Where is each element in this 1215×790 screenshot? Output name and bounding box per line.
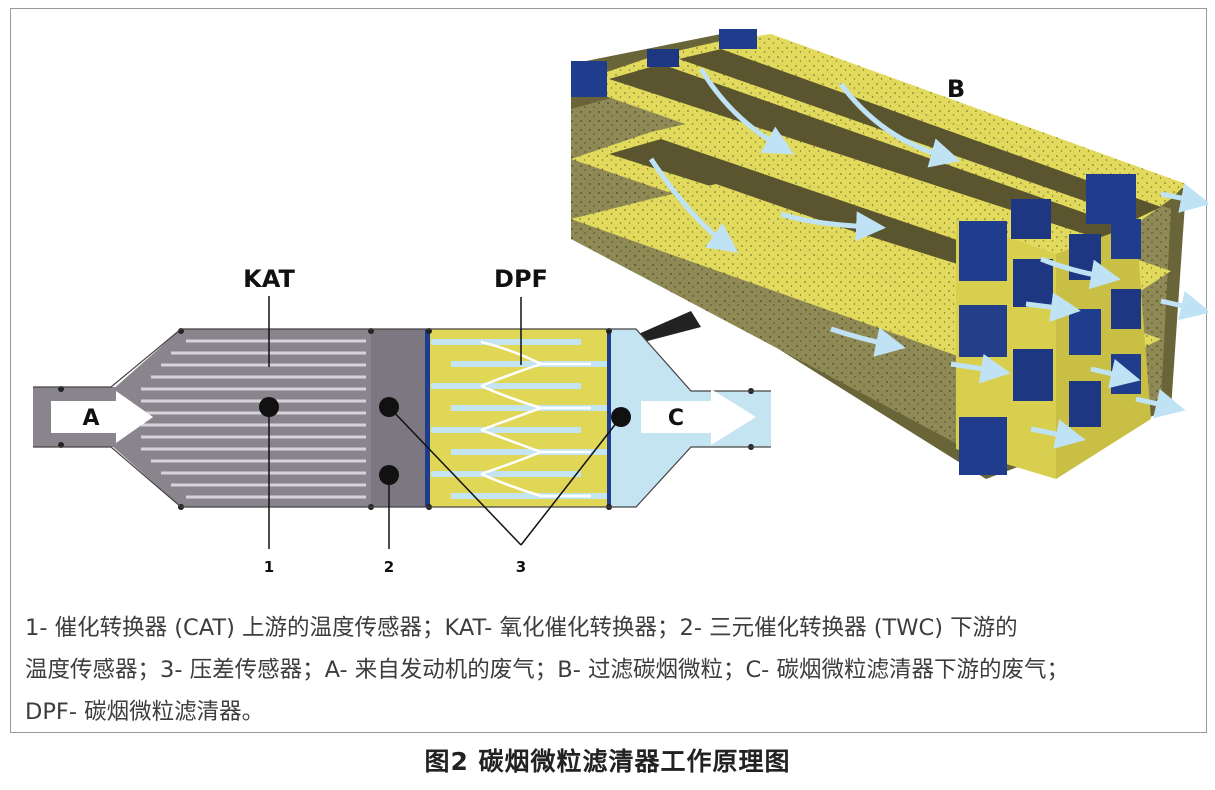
leader-lines [268,296,622,549]
figure-frame: KAT DPF A C B 1 2 3 1- 催化转换器 (CAT) 上游的温度… [10,8,1208,733]
label-2: 2 [384,558,394,576]
label-c: C [668,406,684,431]
label-kat: KAT [243,265,295,293]
label-b: B [947,75,965,103]
inlet-arrow [51,391,153,443]
legend-line-3: DPF- 碳烟微粒滤清器。 [25,699,265,725]
figure-legend: 1- 催化转换器 (CAT) 上游的温度传感器；KAT- 氧化催化转换器；2- … [25,607,1195,733]
label-a: A [82,406,99,431]
label-dpf: DPF [494,265,548,293]
sensor-1-icon [259,397,279,417]
figure-title: 图2 碳烟微粒滤清器工作原理图 [424,747,791,776]
label-3: 3 [516,558,526,576]
sensor-3a-icon [379,465,399,485]
legend-line-1: 1- 催化转换器 (CAT) 上游的温度传感器；KAT- 氧化催化转换器；2- … [25,615,1018,641]
dpf-diagram: KAT DPF A C B 1 2 3 [33,29,1208,576]
outlet-arrow [641,389,756,445]
filter-block-3d [571,29,1208,479]
legend-line-2: 温度传感器；3- 压差传感器；A- 来自发动机的废气；B- 过滤碳烟微粒；C- … [25,657,1069,683]
label-1: 1 [264,558,274,576]
